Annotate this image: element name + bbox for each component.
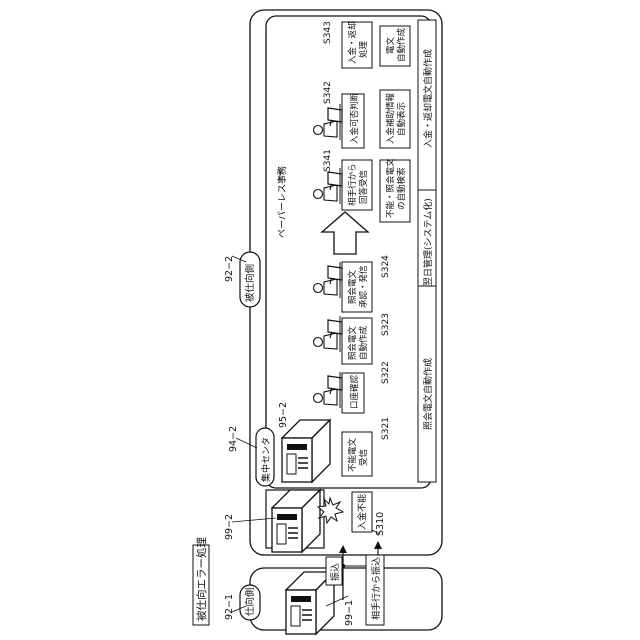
- auto-display-box: 入金補助情報 自動表示: [380, 90, 410, 148]
- auto-create-line2: 自動作成: [396, 27, 407, 62]
- step-s342: 入金可否判断 S342: [314, 81, 365, 148]
- auto-display-line2: 自動表示: [396, 102, 407, 136]
- bar-return-auto: 入金・返却電文自動作成: [418, 20, 436, 190]
- worker-icon: [314, 316, 343, 352]
- step-s341-line2: 回答受信: [358, 169, 369, 204]
- step-s322-id: S322: [381, 361, 391, 384]
- flow-up-arrow: [322, 212, 368, 254]
- receiver-label: 被仕向側: [244, 264, 256, 302]
- error-burst-icon: [318, 498, 343, 523]
- bar-nextday: 翌日管理(システム化): [418, 190, 436, 286]
- step-s322-line1: 口座確認: [349, 374, 360, 409]
- auto-display-line1: 入金補助情報: [385, 92, 396, 144]
- receiver-computer-icon: [272, 490, 320, 552]
- center-computer-icon: [282, 420, 330, 482]
- step-s321-id: S321: [381, 417, 391, 440]
- receiver-machine-ref: 99−2: [224, 514, 235, 540]
- worker-icon: [314, 168, 343, 204]
- step-s324-line1: 照会電文: [347, 269, 358, 304]
- step-s323-id: S323: [381, 313, 391, 336]
- sender-ref: 92−1: [224, 594, 235, 620]
- step-s343: 入金・返却 処理 S343: [323, 21, 372, 68]
- step-s321-line1: 不能電文: [347, 437, 358, 472]
- step-s343-line1: 入金・返却: [347, 21, 358, 64]
- worker-icon: [314, 372, 343, 408]
- auto-search-line1: 不能・照会電文: [385, 158, 396, 218]
- partner-transfer-label: 相手行から振込: [370, 557, 382, 620]
- step-s341-id: S341: [323, 149, 333, 172]
- step-s324-line2: 承認・発信: [358, 265, 369, 308]
- worker-icon: [314, 262, 343, 298]
- receiver-ref: 92−2: [224, 256, 235, 282]
- auto-search-line2: の自動検索: [396, 167, 407, 210]
- transfer-label: 振込: [329, 563, 341, 581]
- deposit-fail-label: 入金不能: [356, 494, 368, 530]
- paperless-label: ペーパーレス事務: [276, 166, 288, 238]
- bar-inquiry-label: 照会電文自動作成: [422, 358, 434, 430]
- bar-return-label: 入金・返却電文自動作成: [422, 49, 434, 148]
- step-s324-id: S324: [381, 255, 391, 278]
- step-s323-line2: 自動作成: [358, 325, 369, 360]
- auto-create-line1: 電文: [385, 36, 396, 54]
- step-s322: 口座確認 S322: [314, 361, 392, 413]
- step-s324: 照会電文 承認・発信 S324: [314, 255, 392, 312]
- center-machine-ref: 95−2: [278, 402, 289, 428]
- step-s343-id: S343: [323, 21, 333, 44]
- step-s341: 相手行から 回答受信 S341: [314, 149, 373, 210]
- figure-title: 被仕向エラー処理: [195, 537, 208, 621]
- step-s321-line2: 受信: [358, 448, 369, 466]
- bar-nextday-label: 翌日管理(システム化): [422, 198, 434, 286]
- worker-icon: [314, 104, 343, 140]
- sender-machine-ref: 99−1: [344, 600, 355, 626]
- step-s323: 照会電文 自動作成 S323: [314, 313, 392, 364]
- center-label: 集中センタ: [260, 437, 272, 482]
- bar-inquiry-auto: 照会電文自動作成: [418, 286, 436, 482]
- auto-create-box: 電文 自動作成: [380, 26, 410, 66]
- step-s342-line1: 入金可否判断: [349, 92, 360, 144]
- step-s321: 不能電文 受信 S321: [342, 417, 391, 476]
- step-s341-line1: 相手行から: [347, 163, 358, 206]
- sender-label: 仕向側: [244, 587, 256, 616]
- auto-search-box: 不能・照会電文 の自動検索: [380, 158, 410, 222]
- step-s323-line1: 照会電文: [347, 325, 358, 360]
- step-s342-id: S342: [323, 81, 333, 104]
- step-s343-line2: 処理: [358, 40, 369, 58]
